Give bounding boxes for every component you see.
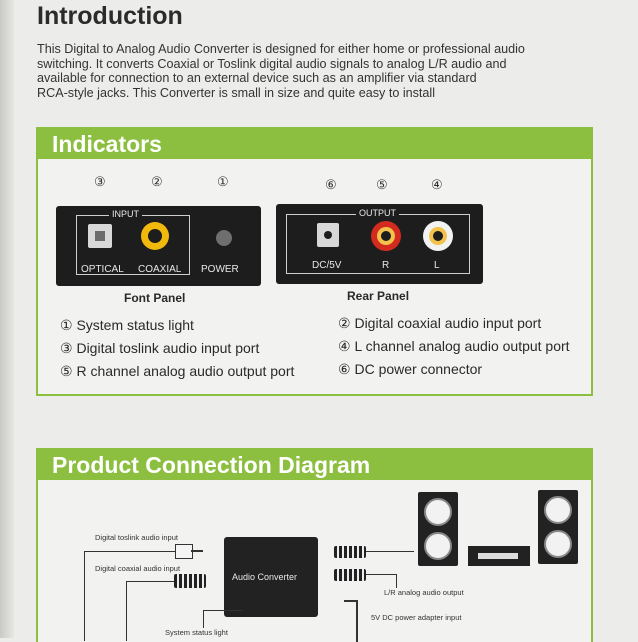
rear-panel-device: OUTPUT DC/5V R L bbox=[276, 204, 483, 284]
output-group-label: OUTPUT bbox=[356, 208, 399, 218]
rear-number-4: ④ bbox=[431, 177, 443, 192]
rear-number-5: ⑤ bbox=[376, 177, 388, 192]
right-speaker-icon bbox=[538, 490, 578, 564]
dc-label: DC/5V bbox=[312, 260, 342, 271]
indicators-panel: Indicators ③ ② ① INPUT OPTICAL COAXIAL P… bbox=[36, 127, 593, 396]
indicator-item-5: ⑤ R channel analog audio output port bbox=[60, 363, 295, 379]
rca-plug-bottom-icon bbox=[334, 569, 366, 581]
status-light-label: System status light bbox=[165, 628, 228, 637]
dc-input-label: 5V DC power adapter input bbox=[371, 613, 462, 622]
optical-label: OPTICAL bbox=[81, 264, 124, 275]
indicator-item-3: ③ Digital toslink audio input port bbox=[60, 340, 260, 356]
rear-number-6: ⑥ bbox=[325, 177, 337, 192]
intro-line: switching. It converts Coaxial or Toslin… bbox=[37, 56, 507, 71]
rear-panel-caption: Rear Panel bbox=[347, 289, 410, 303]
left-speaker-icon bbox=[418, 492, 458, 566]
r-port-icon bbox=[371, 221, 401, 251]
converter-label: Audio Converter bbox=[232, 572, 298, 582]
optical-port-icon bbox=[88, 224, 112, 248]
coaxial-input-label: Digital coaxial audio input bbox=[95, 564, 181, 573]
rca-plug-top-icon bbox=[334, 546, 366, 558]
indicator-item-1: ① System status light bbox=[60, 317, 194, 333]
page-edge-shadow bbox=[0, 0, 14, 638]
input-group-label: INPUT bbox=[109, 209, 142, 219]
front-number-1: ① bbox=[217, 174, 229, 189]
indicator-item-4: ④ L channel analog audio output port bbox=[338, 338, 570, 354]
toslink-input-label: Digital toslink audio input bbox=[95, 533, 178, 542]
power-label: POWER bbox=[201, 264, 239, 275]
r-label: R bbox=[382, 260, 390, 271]
power-led-icon bbox=[216, 230, 232, 246]
indicators-title: Indicators bbox=[38, 129, 591, 159]
l-port-icon bbox=[423, 221, 453, 251]
amplifier-icon bbox=[468, 546, 530, 566]
lr-output-label: L/R analog audio output bbox=[384, 588, 464, 597]
indicator-item-6: ⑥ DC power connector bbox=[338, 361, 483, 377]
coaxial-plug-icon bbox=[174, 574, 206, 588]
intro-line: RCA-style jacks. This Converter is small… bbox=[37, 85, 436, 100]
indicator-item-2: ② Digital coaxial audio input port bbox=[338, 315, 542, 331]
l-label: L bbox=[434, 260, 440, 271]
diagram-panel: Product Connection Diagram Audio Convert… bbox=[36, 448, 593, 642]
front-panel-device: INPUT OPTICAL COAXIAL POWER bbox=[56, 206, 261, 286]
intro-line: This Digital to Analog Audio Converter i… bbox=[37, 42, 525, 56]
front-number-3: ③ bbox=[94, 174, 106, 189]
converter-box: Audio Converter bbox=[224, 537, 318, 617]
coaxial-port-icon bbox=[141, 222, 169, 250]
intro-line: available for connection to an external … bbox=[37, 71, 477, 86]
dc-port-icon bbox=[317, 223, 339, 247]
intro-title: Introduction bbox=[37, 2, 183, 30]
front-panel-caption: Font Panel bbox=[124, 291, 186, 305]
coaxial-label: COAXIAL bbox=[138, 264, 182, 275]
intro-text: This Digital to Analog Audio Converter i… bbox=[37, 42, 597, 100]
diagram-title: Product Connection Diagram bbox=[38, 450, 591, 480]
front-number-2: ② bbox=[151, 174, 163, 189]
